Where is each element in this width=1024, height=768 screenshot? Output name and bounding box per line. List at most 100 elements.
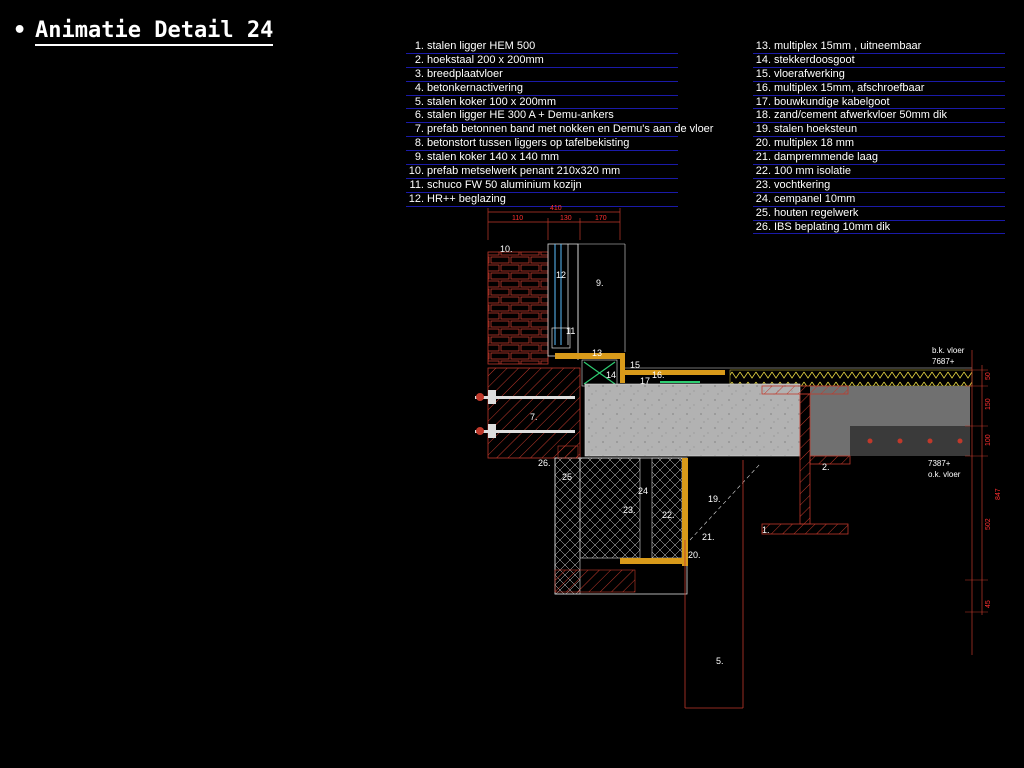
legend-number: 9. [414,151,424,164]
legend-text: betonstort tussen liggers op tafelbekist… [427,137,630,150]
legend-text: multiplex 15mm, afschroefbaar [774,81,925,94]
label-1: 1. [762,525,770,535]
dimension-lines-right: 50 150 100 847 502 45 [965,350,1002,655]
legend-text: schuco FW 50 aluminium kozijn [427,178,582,191]
label-2: 2. [822,462,830,472]
dim-right-f: 45 [985,600,992,608]
label-ok-vloer: o.k. vloer [928,470,961,479]
legend-text: vochtkering [774,178,831,191]
legend-text: HR++ beglazing [427,192,506,205]
legend-number: 25. [755,206,771,219]
legend-number: 24. [755,192,771,205]
legend-item: 21.dampremmende laag [753,151,1005,166]
dim-right-b: 150 [985,398,992,410]
hanging-facade-box [554,445,761,595]
legend-number: 19. [755,123,771,136]
legend-item: 1.stalen ligger HEM 500 [406,40,678,54]
legend-number: 3. [414,67,424,80]
legend-text: breedplaatvloer [427,67,503,80]
label-bk-vloer: b.k. vloer [932,346,965,355]
legend-text: bouwkundige kabelgoot [774,95,890,108]
legend-item: 5.stalen koker 100 x 200mm [406,96,678,110]
legend-text: stalen koker 100 x 200mm [427,95,557,108]
label-23: 23. [623,505,636,515]
label-7: 7. [530,412,538,422]
legend-item: 13.multiplex 15mm , uitneembaar [753,40,1005,54]
legend-item: 25.houten regelwerk [753,207,1005,221]
legend-text: multiplex 18 mm [774,137,855,150]
label-13: 13 [592,348,602,358]
legend-item: 24.cempanel 10mm [753,193,1005,207]
legend-item: 7.prefab betonnen band met nokken en Dem… [406,123,713,138]
legend-number: 12. [408,192,424,205]
legend-number: 6. [414,109,424,122]
legend-item: 19.stalen hoeksteun [753,123,1005,138]
legend-number: 16. [755,81,771,94]
slide-title: •Animatie Detail 24 [13,18,274,46]
dim-top-b: 130 [560,215,572,222]
legend-number: 23. [755,178,771,191]
floor-finish [555,353,973,387]
legend-number: 7. [414,123,424,136]
legend-text: prefab betonnen band met nokken en Demu'… [427,123,714,136]
label-26: 26. [538,458,551,468]
legend-text: IBS beplating 10mm dik [774,220,891,233]
dim-top-c: 170 [595,215,607,222]
legend-text: vloerafwerking [774,67,845,80]
legend-item: 9.stalen koker 140 x 140 mm [406,151,678,166]
dim-right-a: 50 [985,372,992,380]
legend-item: 2.hoekstaal 200 x 200mm [406,54,678,68]
legend-item: 10.prefab metselwerk penant 210x320 mm [406,165,678,179]
legend-text: stalen ligger HEM 500 [427,40,536,52]
legend-number: 4. [414,81,424,94]
legend-number: 5. [414,95,424,108]
stekkerdoosgoot [581,359,618,387]
legend-item: 8.betonstort tussen liggers op tafelbeki… [406,137,678,152]
label-25: 25 [562,472,572,482]
window-frame [547,243,626,360]
construction-detail-drawing: 410 110 130 170 [475,205,1002,709]
legend-text: stalen hoeksteun [774,123,858,136]
label-9: 9. [596,278,604,288]
legend-text: stalen koker 140 x 140 mm [427,151,560,164]
legend-item: 17.bouwkundige kabelgoot [753,96,1005,110]
label-10: 10. [500,244,513,254]
legend-item: 12.HR++ beglazing [406,193,678,207]
dim-top-total: 410 [550,205,562,212]
legend-text: stalen ligger HE 300 A + Demu-ankers [427,109,614,122]
legend-item: 4.betonkernactivering [406,82,678,96]
label-15: 15 [630,360,640,370]
legend-item: 11.schuco FW 50 aluminium kozijn [406,179,678,193]
legend-item: 3.breedplaatvloer [406,68,678,82]
legend-item: 16.multiplex 15mm, afschroefbaar [753,82,1005,96]
legend-number: 22. [755,165,771,178]
legend-text: multiplex 15mm , uitneembaar [774,40,922,52]
label-ok-level: 7387+ [928,459,951,468]
legend-text: zand/cement afwerkvloer 50mm dik [774,109,948,122]
legend-number: 26. [755,220,771,233]
legend-number: 14. [755,53,771,66]
legend-number: 10. [408,165,424,178]
legend-item: 14.stekkerdoosgoot [753,54,1005,68]
legend-item: 18.zand/cement afwerkvloer 50mm dik [753,109,1005,124]
legend-text: prefab metselwerk penant 210x320 mm [427,165,621,178]
legend-number: 11. [409,178,424,191]
title-text: Animatie Detail 24 [35,18,274,46]
legend-number: 18. [755,109,771,122]
legend-text: stekkerdoosgoot [774,53,855,66]
legend-number: 21. [755,151,771,164]
legend-number: 1. [414,40,424,52]
legend-text: dampremmende laag [774,151,878,164]
brick-pier [487,251,549,365]
dim-top-a: 110 [512,215,523,222]
label-14: 14 [606,370,616,380]
label-24: 24 [638,486,648,496]
label-22: 22. [662,510,675,520]
legend-number: 20. [755,137,771,150]
label-21: 21. [702,532,715,542]
dimension-lines-top: 410 110 130 170 [487,205,621,240]
legend-text: hoekstaal 200 x 200mm [427,53,544,66]
legend-number: 8. [414,137,424,150]
label-19: 19. [708,494,721,504]
legend-text: houten regelwerk [774,206,859,219]
